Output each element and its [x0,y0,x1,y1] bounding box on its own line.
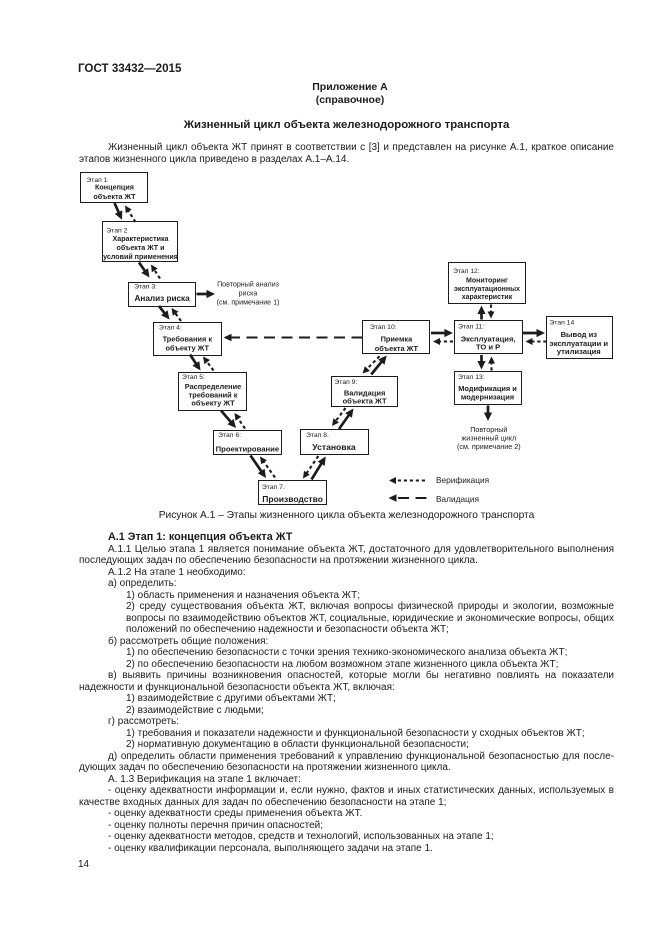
svg-text:объекта ЖТ: объекта ЖТ [375,344,419,353]
svg-text:Повторный анализ: Повторный анализ [217,281,279,289]
svg-text:Требования к: Требования к [163,335,213,344]
svg-text:объекта ЖТ и: объекта ЖТ и [117,244,165,252]
svg-text:условий применения: условий применения [103,253,178,261]
svg-text:Этап 11:: Этап 11: [458,324,484,331]
svg-text:(см. примечание 2): (см. примечание 2) [457,442,521,451]
svg-text:модернизация: модернизация [461,393,514,402]
svg-text:объекта ЖТ: объекта ЖТ [343,396,387,405]
svg-text:Этап 4:: Этап 4: [159,324,182,331]
svg-text:Характеристика: Характеристика [113,235,169,243]
svg-text:Валидация: Валидация [344,388,386,397]
svg-text:Повторный: Повторный [470,425,507,434]
svg-text:Производство: Производство [262,494,323,504]
svg-text:Этап 1: Этап 1 [86,177,107,184]
svg-text:Анализ риска: Анализ риска [134,294,190,303]
svg-text:Этап 13:: Этап 13: [458,374,485,381]
svg-text:объекта ЖТ: объекта ЖТ [93,192,136,201]
svg-text:Концепция: Концепция [95,183,134,192]
svg-text:Мониторинг: Мониторинг [466,278,508,285]
svg-text:Верификация: Верификация [436,475,489,485]
svg-text:Этап 14: Этап 14 [549,319,574,326]
svg-text:требований к: требований к [189,390,238,399]
svg-text:Модификация и: Модификация и [458,384,517,393]
svg-text:объекту ЖТ: объекту ЖТ [166,344,210,353]
svg-text:утилизация: утилизация [557,347,601,356]
svg-text:Проектирование: Проектирование [216,444,280,453]
svg-text:(см. примечание 1): (см. примечание 1) [217,299,280,307]
svg-text:Этап 5:: Этап 5: [182,374,205,381]
svg-text:риска: риска [239,290,258,298]
svg-text:эксплуатационных: эксплуатационных [454,286,520,293]
svg-text:Распределение: Распределение [185,382,241,391]
svg-text:характеристик: характеристик [462,294,513,301]
svg-text:эксплуатации и: эксплуатации и [550,339,609,348]
svg-text:Этап 10:: Этап 10: [370,324,397,331]
svg-text:жизненный цикл: жизненный цикл [461,433,516,442]
svg-text:Этап 9:: Этап 9: [334,379,357,386]
svg-text:ТО и Р: ТО и Р [476,342,500,351]
svg-text:Эксплуатация,: Эксплуатация, [461,334,516,343]
svg-text:Этап 7.: Этап 7. [262,484,285,491]
svg-text:Этап 2: Этап 2 [106,228,127,235]
svg-text:Этап 6:: Этап 6: [218,432,241,439]
svg-text:Этап 12:: Этап 12: [453,268,480,275]
svg-text:Приемка: Приемка [381,334,414,343]
svg-text:Установка: Установка [312,442,356,452]
svg-text:Этап 3:: Этап 3: [134,284,157,291]
svg-text:Валидация: Валидация [436,494,479,504]
svg-text:Вывод из: Вывод из [561,330,598,339]
svg-text:объекту ЖТ: объекту ЖТ [191,398,235,407]
svg-text:Этап 8.: Этап 8. [306,432,329,439]
